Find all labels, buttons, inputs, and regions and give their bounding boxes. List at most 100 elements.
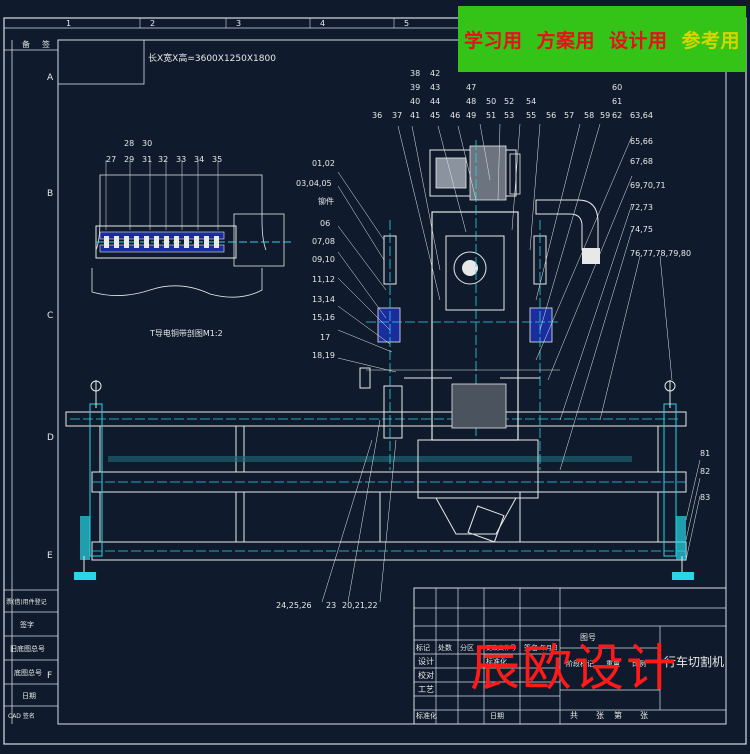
zone-letter-e: E (47, 551, 53, 561)
callout-leader-lines (105, 123, 701, 603)
callout-detail_top-8: 35 (212, 155, 222, 164)
callout-top_row_a-2: 39 (410, 83, 420, 92)
dimensions-note: 长X宽X高=3600X1250X1800 (148, 52, 276, 64)
callout-top_row_a-5: 44 (430, 97, 440, 106)
tb-stage-mark: 阶段标记 (566, 659, 594, 668)
detail-bolt (144, 236, 149, 248)
zone-letter-f: F (47, 671, 52, 681)
detail-section-view: T导电铜带剖图M1:2 (91, 174, 292, 338)
tb-standardize: 标准化 (416, 711, 437, 720)
right-leg-assembly (663, 380, 694, 580)
callout-top_row_b-1: 37 (392, 111, 402, 120)
tb-design: 设计 (418, 656, 434, 666)
callout-top_row_a-4: 40 (410, 97, 420, 106)
detail-bolt (104, 236, 109, 248)
callout-top_row_a-0: 38 (410, 69, 420, 78)
tb-count: 处数 (438, 643, 452, 652)
strip-label-old-no: 旧底图总号 (10, 644, 45, 653)
callout-top_row_b-12: 57 (564, 111, 574, 120)
zone-number-1: 1 (66, 19, 71, 28)
callout-left_column-6: 13,14 (312, 295, 335, 304)
detail-bolt (154, 236, 159, 248)
tb-scale: 比例 (632, 659, 646, 668)
tb-zone: 分区 (460, 643, 474, 652)
detail-bolt (134, 236, 139, 248)
tb-sheet-unit: 张 (640, 711, 648, 720)
callout-top_row_a-3: 43 (430, 83, 440, 92)
left-binding-strip: 备 签 票(借)用件登记 签字 旧底图总号 底图总号 日期 CAD 签名 (4, 39, 58, 724)
callout-detail_top-3: 29 (124, 155, 134, 164)
callout-left_column-2: 06 (320, 219, 330, 228)
strip-label-qian: 签 (42, 39, 50, 49)
strip-label-borrow: 票(借)用件登记 (6, 598, 47, 606)
tb-drawing-no: 图号 (580, 633, 596, 642)
tb-std: 标准化 (486, 657, 507, 666)
callout-detail_top-7: 34 (194, 155, 204, 164)
detail-bolt (184, 236, 189, 248)
callout-bottom_row-1: 23 (326, 601, 336, 610)
callout-top_row_a-7: 45 (430, 111, 440, 120)
zone-number-3: 3 (236, 19, 241, 28)
callout-right_column-0: 60 (612, 83, 622, 92)
callout-top_row_b-13: 58 (584, 111, 594, 120)
callout-top_row_a-8: 46 (450, 111, 460, 120)
detail-bolt (194, 236, 199, 248)
detail-bolt-row (104, 236, 219, 248)
callout-bottom_row-0: 24,25,26 (276, 601, 312, 610)
callout-left_column-0: 01,02 (312, 159, 335, 168)
tb-process: 工艺 (418, 685, 434, 694)
callout-detail_top-1: 30 (142, 139, 152, 148)
callout-right_column-2: 62 (612, 111, 622, 120)
callout-top_row_b-3: 48 (466, 97, 476, 106)
callout-left_column-4: 09,10 (312, 255, 335, 264)
callout-right_column-1: 61 (612, 97, 622, 106)
callout-left_column-9: 18,19 (312, 351, 335, 360)
callout-detail_top-6: 33 (176, 155, 186, 164)
callout-top_row_b-9: 54 (526, 97, 536, 106)
inner-frame (57, 39, 727, 725)
strip-label-cad: CAD 签名 (8, 712, 35, 720)
detail-bolt (204, 236, 209, 248)
strip-label-base-no: 底图总号 (14, 668, 42, 677)
strip-label-date: 日期 (22, 692, 36, 700)
tb-mark: 标记 (416, 643, 430, 652)
callout-detail_top-5: 32 (158, 155, 168, 164)
callout-top_row_a-6: 41 (410, 111, 420, 120)
tb-ymd: 年月日 (540, 644, 558, 652)
tb-weight: 重量 (606, 660, 620, 668)
detail-bolt (174, 236, 179, 248)
callout-left_column-7: 15,16 (312, 313, 335, 322)
title-block: 标记 处数 分区 更改文件号 签名 年月日 设计 标准化 校对 工艺 标准化 日… (413, 587, 727, 725)
callout-top_row_b-5: 50 (486, 97, 496, 106)
machine-main-frame (65, 411, 687, 561)
detail-caption: T导电铜带剖图M1:2 (149, 328, 223, 338)
callout-right_column-8: 74,75 (630, 225, 653, 234)
zone-letter-b: B (47, 189, 53, 199)
left-leg-assembly (74, 380, 103, 580)
strip-label-sign: 签字 (20, 620, 34, 629)
callout-top_row_b-10: 55 (526, 111, 536, 120)
callout-left_column-5: 11,12 (312, 275, 335, 284)
callout-detail_top-2: 27 (106, 155, 116, 164)
tb-check: 校对 (418, 670, 434, 680)
callout-left_column-3: 07,08 (312, 237, 335, 246)
banner-item-reference: 参考用 (681, 29, 741, 52)
callout-right_column-3: 63,64 (630, 111, 653, 120)
callout-right_column-7: 72,73 (630, 203, 653, 212)
zone-letter-d: D (47, 433, 54, 443)
watermark-text: 辰欧设计 (470, 639, 678, 697)
callout-right_column-5: 67,68 (630, 157, 653, 166)
callout-top_row_b-7: 52 (504, 97, 514, 106)
detail-bolt (164, 236, 169, 248)
callout-right_lower-1: 82 (700, 467, 710, 476)
callout-left_column-10: 铆件 (318, 196, 334, 206)
callout-right_lower-2: 83 (700, 493, 710, 502)
callout-right_column-6: 69,70,71 (630, 181, 666, 190)
zone-number-5: 5 (404, 19, 409, 28)
zone-number-4: 4 (320, 19, 325, 28)
detail-bolt (214, 236, 219, 248)
callout-top_row_b-8: 53 (504, 111, 514, 120)
banner-item-study: 学习用 (463, 29, 523, 52)
